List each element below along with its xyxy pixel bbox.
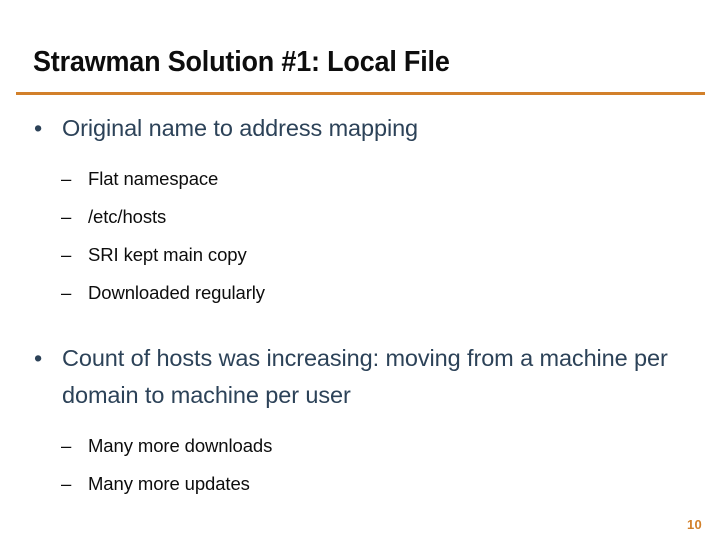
bullet-item: • Count of hosts was increasing: moving … xyxy=(0,340,720,414)
slide-body: • Original name to address mapping – Fla… xyxy=(0,110,720,503)
en-dash-icon: – xyxy=(61,206,72,227)
bullet-text: Count of hosts was increasing: moving fr… xyxy=(62,345,668,408)
bullet-dot-icon: • xyxy=(34,345,43,371)
sub-bullet-item: – /etc/hosts xyxy=(0,198,720,236)
title-divider-rule xyxy=(16,92,705,95)
bullet-item: • Original name to address mapping xyxy=(0,110,720,147)
bullet-text: Original name to address mapping xyxy=(62,115,419,141)
sub-bullet-item: – SRI kept main copy xyxy=(0,236,720,274)
sub-bullet-text: Many more updates xyxy=(88,473,250,494)
en-dash-icon: – xyxy=(61,168,72,189)
en-dash-icon: – xyxy=(61,435,72,456)
spacer xyxy=(0,414,720,426)
sub-bullet-text: Downloaded regularly xyxy=(88,282,265,303)
en-dash-icon: – xyxy=(61,244,72,265)
sub-bullet-item: – Downloaded regularly xyxy=(0,274,720,312)
sub-bullet-text: /etc/hosts xyxy=(88,206,167,227)
sub-bullet-text: Many more downloads xyxy=(88,435,273,456)
en-dash-icon: – xyxy=(61,282,72,303)
spacer xyxy=(0,312,720,340)
spacer xyxy=(0,147,720,159)
sub-bullet-item: – Flat namespace xyxy=(0,160,720,198)
sub-bullet-text: SRI kept main copy xyxy=(88,244,247,265)
sub-bullet-item: – Many more updates xyxy=(0,465,720,503)
slide-title-block: Strawman Solution #1: Local File xyxy=(33,46,693,79)
sub-bullet-item: – Many more downloads xyxy=(0,427,720,465)
page-number: 10 xyxy=(686,517,702,532)
en-dash-icon: – xyxy=(61,473,72,494)
bullet-dot-icon: • xyxy=(34,115,43,141)
page-title: Strawman Solution #1: Local File xyxy=(33,46,450,78)
sub-bullet-text: Flat namespace xyxy=(88,168,219,189)
